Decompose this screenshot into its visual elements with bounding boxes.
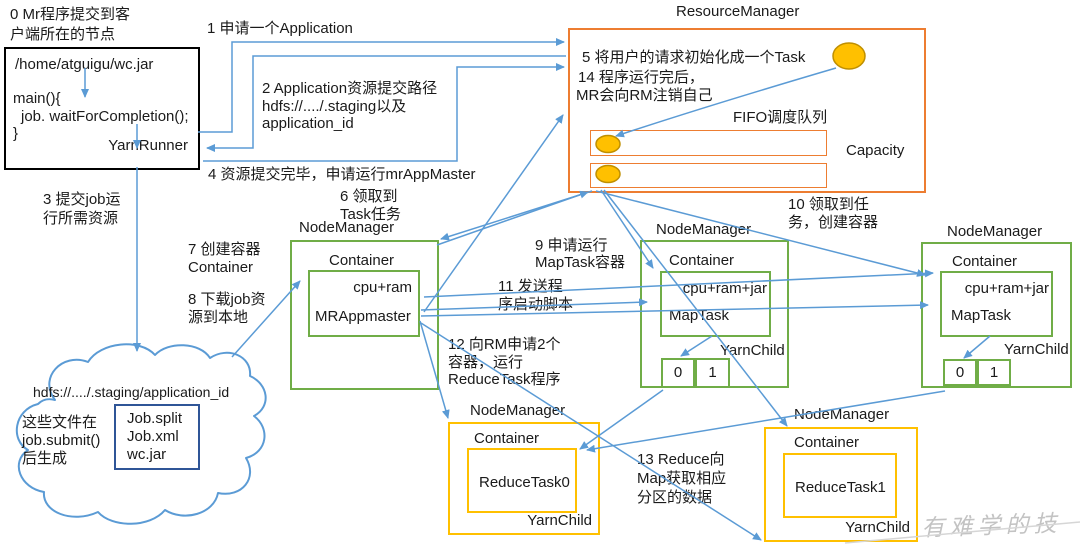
step10-label-line1: 10 领取到任	[788, 196, 869, 213]
client-caption-line2: 户端所在的节点	[10, 26, 116, 43]
job-file-split: Job.split	[127, 410, 183, 427]
step14-label-line1: 14 程序运行完后，	[578, 69, 704, 86]
step2-label-line3: application_id	[262, 115, 354, 132]
nm-map1-inner-box: cpu+ram+jar MapTask	[660, 271, 771, 337]
nm-map2-title: NodeManager	[947, 223, 1043, 240]
nm-map2-box: Container cpu+ram+jar MapTask YarnChild …	[921, 242, 1072, 388]
hdfs-staging-path: hdfs://..../.staging/application_id	[33, 384, 230, 400]
code-main: main(){	[13, 90, 61, 107]
nm-map2-resources: cpu+ram+jar	[964, 280, 1049, 297]
step13-label-line2: Map获取相应	[637, 470, 727, 487]
nm-reduce1-inner-box: ReduceTask1	[783, 453, 897, 518]
map1-partition-1: 1	[695, 358, 730, 388]
nm-reduce1-container-label: Container	[794, 434, 860, 451]
arrow-rm-to-nm1	[440, 190, 593, 241]
step6-label-line1: 6 领取到	[340, 188, 398, 205]
client-node-box: /home/atguigu/wc.jar main(){ job. waitFo…	[4, 47, 200, 170]
step12-label-line1: 12 向RM申请2个	[448, 336, 561, 353]
nm-reduce0-inner-box: ReduceTask0	[467, 448, 577, 513]
cloud-note-line3: 后生成	[22, 450, 68, 467]
reducetask1-label: ReduceTask1	[795, 479, 886, 496]
scheduler-queue-1	[590, 130, 827, 156]
nm-map1-resources: cpu+ram+jar	[682, 280, 767, 297]
step10-label-line2: 务，创建容器	[788, 214, 879, 231]
step14-label-line2: MR会向RM注销自己	[576, 87, 713, 104]
nm-reduce1-title: NodeManager	[794, 406, 890, 423]
step13-label-line1: 13 Reduce向	[637, 451, 725, 468]
step2-label-line1: 2 Application资源提交路径	[262, 80, 438, 97]
capacity-label: Capacity	[846, 142, 905, 159]
nm-appmaster-title: NodeManager	[299, 219, 395, 236]
step3-label-line2: 行所需资源	[43, 210, 119, 227]
step2-label-line2: hdfs://..../.staging以及	[262, 98, 407, 115]
nm-map2-inner-box: cpu+ram+jar MapTask	[940, 271, 1053, 337]
jar-path: /home/atguigu/wc.jar	[15, 56, 154, 73]
nm-map2-container-label: Container	[952, 253, 1018, 270]
map2-partition-0: 0	[943, 359, 977, 386]
reducetask0-label: ReduceTask0	[479, 474, 570, 491]
nm-map2-yarnchild-label: YarnChild	[1004, 341, 1069, 358]
nm-appmaster-container-label: Container	[329, 252, 395, 269]
step8-label-line1: 8 下载job资	[188, 291, 266, 308]
job-file-jar: wc.jar	[127, 446, 167, 463]
step5-label: 5 将用户的请求初始化成一个Task	[582, 49, 806, 66]
nm-map1-container-label: Container	[669, 252, 735, 269]
nm-appmaster-inner-box: cpu+ram MRAppmaster	[308, 270, 420, 337]
step3-label-line1: 3 提交job运	[43, 191, 121, 208]
nm-map1-box: Container cpu+ram+jar MapTask YarnChild …	[640, 240, 789, 388]
code-wait-for-completion: job. waitForCompletion();	[21, 108, 189, 125]
maptask2-label: MapTask	[951, 307, 1012, 324]
mrappmaster-label: MRAppmaster	[315, 308, 411, 325]
step12-label-line2: 容器，运行	[448, 354, 524, 371]
step11-label-line2: 序启动脚本	[498, 296, 574, 313]
resource-manager-title: ResourceManager	[676, 3, 800, 20]
step13-label-line3: 分区的数据	[637, 489, 713, 506]
job-files-box: Job.split Job.xml wc.jar	[114, 404, 200, 470]
map2-partition-1: 1	[977, 359, 1011, 386]
cloud-note-line2: job.submit()	[22, 432, 101, 449]
step1-label: 1 申请一个Application	[207, 20, 353, 37]
step8-label-line2: 源到本地	[188, 309, 249, 326]
yarn-runner-label: YarnRunner	[108, 137, 188, 154]
job-file-xml: Job.xml	[127, 428, 179, 445]
fifo-queue-label: FIFO调度队列	[733, 109, 828, 126]
cloud-note-line1: 这些文件在	[22, 414, 98, 431]
nm-reduce1-box: Container ReduceTask1 YarnChild	[764, 427, 918, 542]
resource-manager-box: 5 将用户的请求初始化成一个Task 14 程序运行完后， MR会向RM注销自己…	[568, 28, 926, 193]
step7-label-line2: Container	[188, 259, 254, 276]
step9-label-line1: 9 申请运行	[535, 237, 608, 254]
nm-appmaster-resources: cpu+ram	[353, 279, 412, 296]
nm-reduce0-title: NodeManager	[470, 402, 566, 419]
maptask1-label: MapTask	[669, 307, 730, 324]
nm-reduce1-yarnchild-label: YarnChild	[845, 519, 910, 536]
step7-label-line1: 7 创建容器	[188, 241, 261, 258]
step12-label-line3: ReduceTask程序	[448, 371, 561, 388]
map1-partition-0: 0	[661, 358, 695, 388]
code-close-brace: }	[13, 125, 19, 142]
nm-reduce0-box: Container ReduceTask0 YarnChild	[448, 422, 600, 535]
nm-reduce0-yarnchild-label: YarnChild	[527, 512, 592, 529]
step9-label-line2: MapTask容器	[535, 254, 626, 271]
scheduler-queue-2	[590, 163, 827, 188]
step4-label: 4 资源提交完毕，申请运行mrAppMaster	[208, 166, 476, 183]
watermark-text: 有难学的技术	[921, 510, 1062, 541]
nm-reduce0-container-label: Container	[474, 430, 540, 447]
step6-label-line2: Task任务	[340, 206, 401, 223]
nm-map1-title: NodeManager	[656, 221, 752, 238]
client-caption-line1: 0 Mr程序提交到客	[10, 6, 131, 23]
nm-appmaster-box: Container cpu+ram MRAppmaster	[290, 240, 439, 390]
step11-label-line1: 11 发送程	[498, 278, 563, 295]
